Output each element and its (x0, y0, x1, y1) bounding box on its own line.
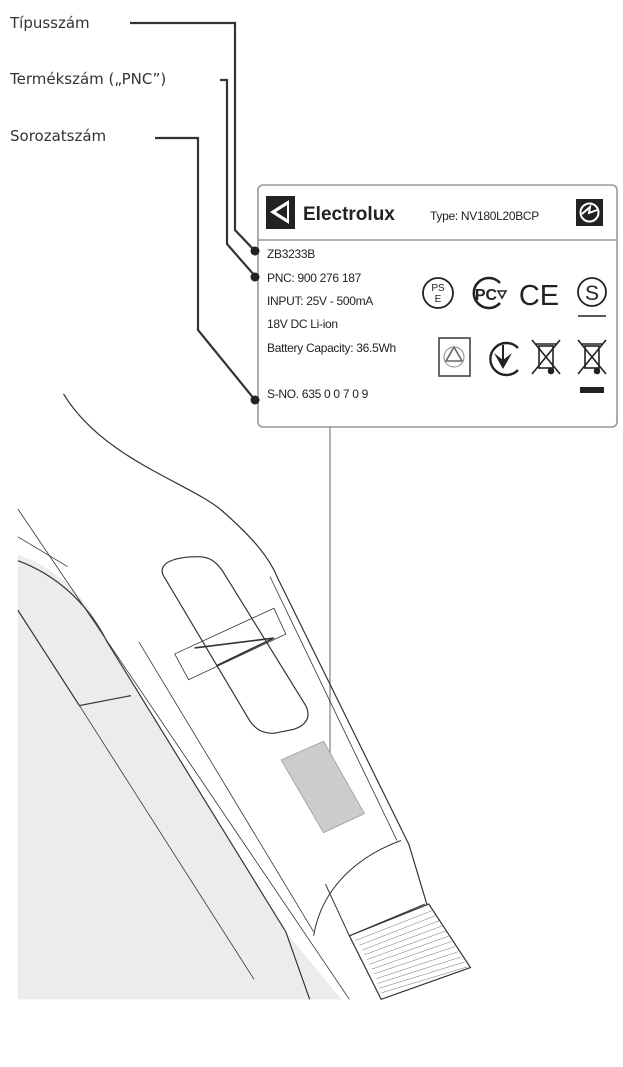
pse-mark-icon: PS E (422, 277, 454, 309)
ce-mark-icon: CE (519, 280, 559, 312)
grille-stripes (355, 910, 468, 994)
recycle-icon (438, 337, 471, 377)
button-slot (174, 607, 287, 681)
input-rating: INPUT: 25V - 500mA (267, 294, 373, 308)
vacuum-body-drawing (17, 393, 472, 1001)
leader-dot-serial (250, 395, 260, 405)
svg-text:PC: PC (475, 287, 498, 304)
weee-bin-bar-icon (577, 339, 607, 393)
s-mark-icon: S (577, 277, 607, 317)
callout-pnc: Termékszám („PNC”) (9, 70, 166, 88)
body-seam-line (17, 560, 311, 1000)
grip-edge-line (79, 705, 255, 980)
rating-label-sticker (280, 740, 366, 834)
nozzle-grille (348, 903, 472, 1001)
type-number: Type: NV180L20BCP (430, 209, 539, 223)
inner-edge-line-right (269, 576, 398, 841)
body-outline (63, 393, 428, 905)
brand-name: Electrolux (303, 204, 395, 225)
inner-edge-line (138, 641, 314, 933)
button-edge (194, 637, 275, 667)
pct-mark-icon: PC (472, 276, 508, 310)
callout-model-number: Típusszám (9, 14, 90, 32)
nozzle-ring-outer (313, 840, 402, 936)
pnc-value: PNC: 900 276 187 (267, 271, 362, 285)
svg-text:CE: CE (519, 280, 559, 312)
release-button (161, 556, 309, 734)
leader-dot-model (250, 246, 260, 256)
svg-text:S: S (585, 282, 599, 305)
class-ii-icon (576, 199, 603, 226)
model-code: ZB3233B (267, 247, 315, 261)
electrolux-logo-icon (266, 196, 295, 229)
weee-bin-icon (531, 339, 561, 375)
leader-model (130, 21, 256, 252)
svg-text:PS: PS (431, 283, 445, 294)
body-edge-line (17, 536, 68, 567)
ukraine-conformity-icon (489, 341, 519, 377)
battery-type: 18V DC Li-ion (267, 317, 338, 331)
body-side-shade (17, 554, 342, 1000)
battery-capacity: Battery Capacity: 36.5Wh (267, 341, 396, 355)
leader-serial (155, 136, 256, 401)
leader-pnc (220, 78, 256, 277)
leader-dot-pnc (250, 272, 260, 282)
callout-serial-number: Sorozatszám (10, 127, 106, 145)
svg-text:E: E (435, 294, 442, 305)
leader-lines (130, 21, 256, 401)
serial-number: S-NO. 635 0 0 7 0 9 (267, 387, 369, 401)
rating-label-card (257, 184, 618, 428)
body-edge-line (17, 508, 350, 1000)
